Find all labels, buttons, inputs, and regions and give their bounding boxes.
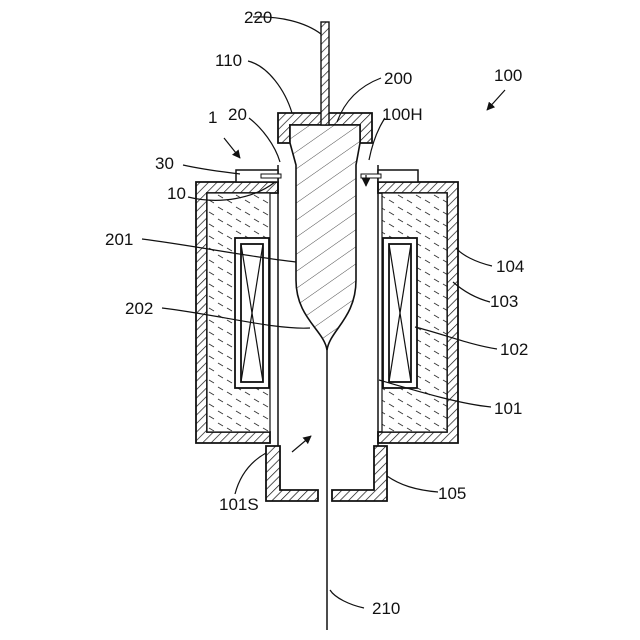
label-1: 1 [208, 108, 217, 127]
label-101S: 101S [219, 495, 259, 514]
label-102: 102 [500, 340, 528, 359]
label-104: 104 [496, 257, 524, 276]
label-210: 210 [372, 599, 400, 618]
label-20: 20 [228, 105, 247, 124]
label-105: 105 [438, 484, 466, 503]
label-200: 200 [384, 69, 412, 88]
label-220: 220 [244, 8, 272, 27]
label-101: 101 [494, 399, 522, 418]
support-rod-220 [321, 22, 329, 125]
label-202: 202 [125, 299, 153, 318]
label-110: 110 [215, 51, 242, 70]
label-100H: 100H [382, 105, 423, 124]
label-103: 103 [490, 292, 518, 311]
label-100: 100 [494, 66, 522, 85]
label-10: 10 [167, 184, 186, 203]
label-201: 201 [105, 230, 133, 249]
label-30: 30 [155, 154, 174, 173]
preform-200 [290, 125, 360, 350]
